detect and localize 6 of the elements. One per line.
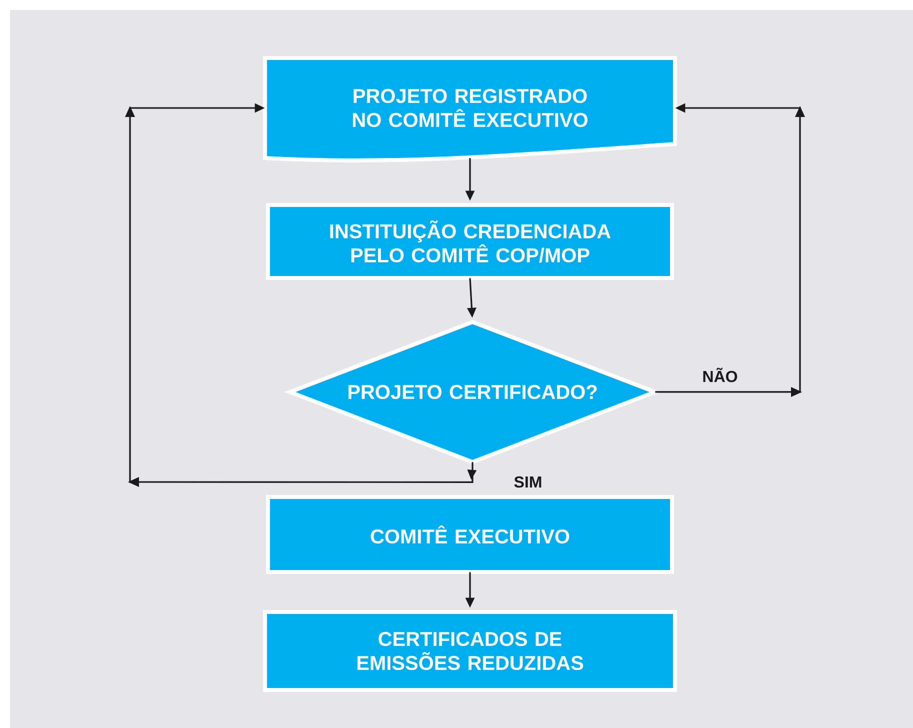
process-box: COMITÊ EXECUTIVO <box>266 494 674 574</box>
process-box: CERTIFICADOS DE EMISSÕES REDUZIDAS <box>263 610 677 692</box>
document-box: PROJETO REGISTRADO NO COMITÊ EXECUTIVO <box>263 56 677 162</box>
process-box: INSTITUIÇÃO CREDENCIADA PELO COMITÊ COP/MOP <box>266 203 674 280</box>
edge-label: NÃO <box>701 366 739 384</box>
loop-arrow <box>125 103 474 487</box>
